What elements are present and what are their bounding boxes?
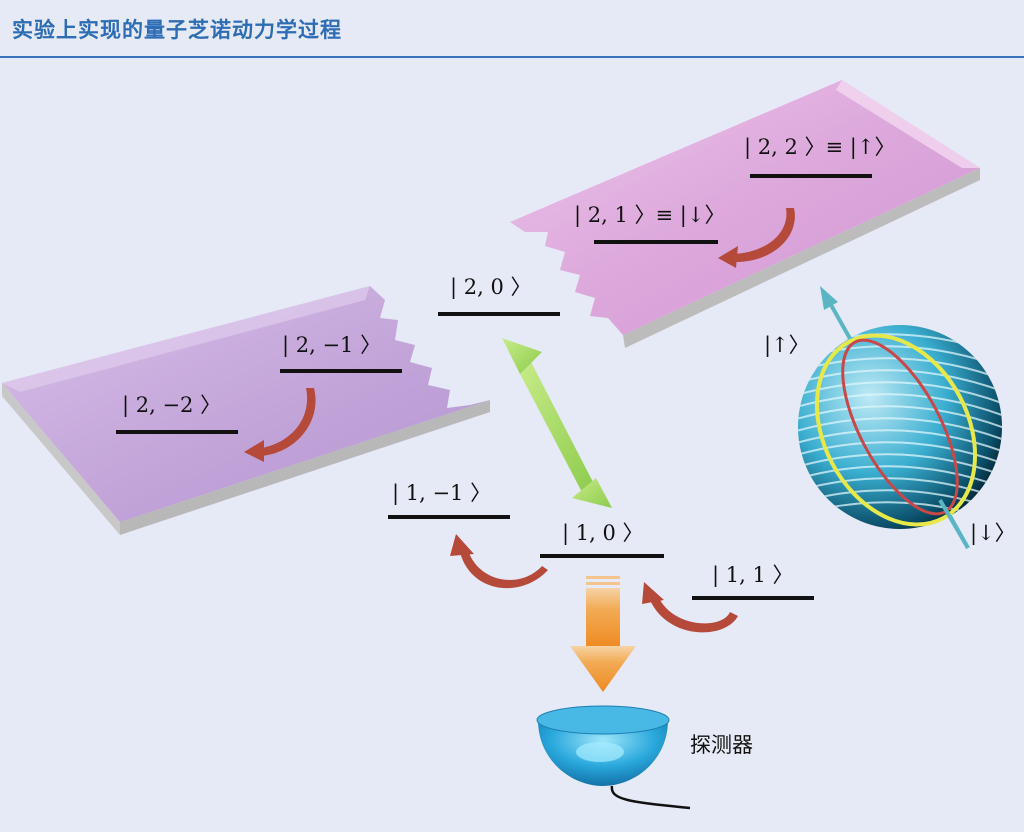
transition-arrows [244,208,795,633]
page-title: 实验上实现的量子芝诺动力学过程 [12,18,342,42]
bloch-down-label: |↓〉 [970,521,1016,546]
label-1-m1: | 1, −1 〉 [392,481,491,506]
lower-manifold-plate [2,286,490,535]
header-bar: 实验上实现的量子芝诺动力学过程 [0,0,1024,58]
level-bar-2-m1 [280,369,402,373]
level-bar-2-1 [594,240,718,244]
label-2-2: | 2, 2 〉≡ |↑〉 [744,135,895,160]
detector-label: 探测器 [690,733,753,757]
level-bar-2-2 [750,174,872,178]
level-bar-2-0 [438,312,560,316]
level-bar-1-1 [692,596,814,600]
label-2-1: | 2, 1 〉≡ |↓〉 [574,203,725,228]
level-bar-1-0 [540,554,664,558]
green-double-arrow [502,338,612,508]
label-2-m2: | 2, −2 〉 [122,393,221,418]
measurement-arrow [570,576,636,692]
arrow-1-0-to-1-m1 [460,550,548,589]
detector [536,705,691,810]
label-1-0: | 1, 0 〉 [562,521,644,546]
arrow-2-m1-to-2-m2 [262,388,316,456]
bloch-sphere [798,286,1002,550]
label-2-m1: | 2, −1 〉 [282,333,381,358]
upper-manifold-plate [510,80,980,348]
detector-cable [610,785,691,810]
label-1-1: | 1, 1 〉 [712,563,794,588]
label-2-0: | 2, 0 〉 [450,275,532,300]
level-bar-2-m2 [116,430,238,434]
arrow-2-2-to-2-1 [734,208,795,262]
level-bar-1-m1 [388,515,510,519]
energy-levels [116,174,872,600]
arrow-1-1-to-1-0 [650,596,738,633]
bloch-up-label: |↑〉 [764,333,810,358]
